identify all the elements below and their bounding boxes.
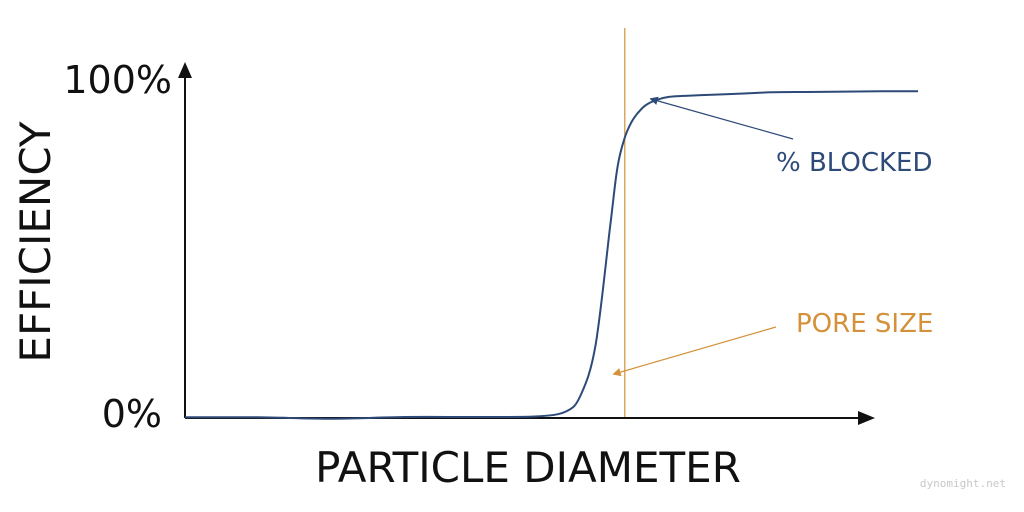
y-tick-label-0: 0% [102, 392, 162, 436]
y-axis-label: EFFICIENCY [11, 121, 60, 362]
blocked-annotation-arrow [649, 96, 794, 140]
x-axis-label: PARTICLE DIAMETER [315, 443, 741, 492]
y-tick-label-100: 100% [63, 58, 172, 102]
series-line-blocked [184, 90, 919, 420]
y-axis-arrowhead [178, 62, 192, 78]
axes [178, 62, 875, 425]
x-axis-arrowhead [858, 411, 875, 425]
pore-size-annotation-label: PORE SIZE [796, 309, 933, 339]
blocked-annotation-label: % BLOCKED [776, 148, 932, 178]
watermark: dynomight.net [919, 477, 1006, 490]
pore-size-annotation-arrow [612, 326, 777, 377]
